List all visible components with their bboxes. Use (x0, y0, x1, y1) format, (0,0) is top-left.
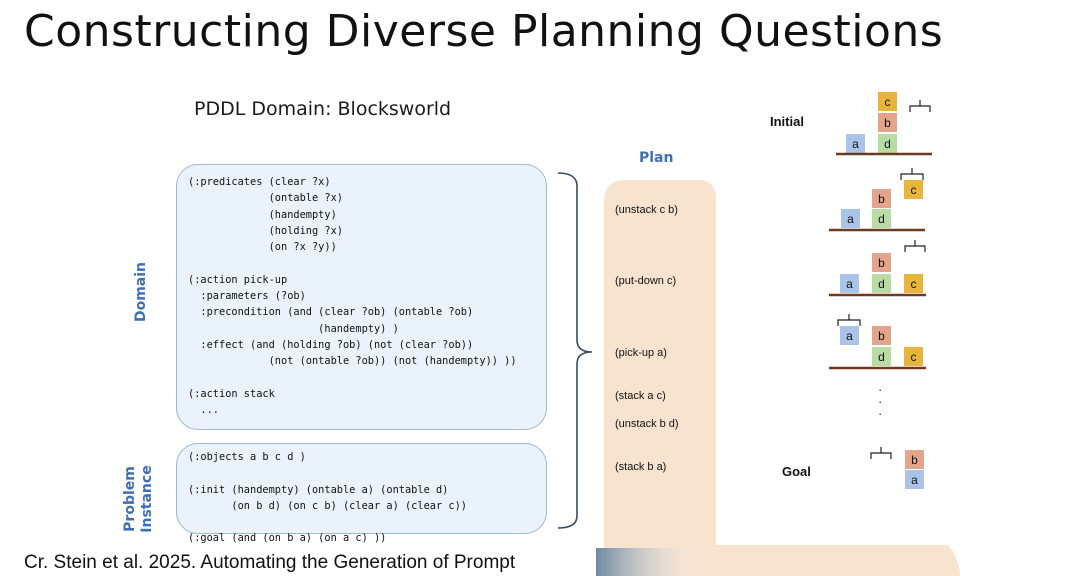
initial-state-label: Initial (770, 114, 804, 129)
block-c (878, 92, 897, 111)
block-b (872, 326, 891, 345)
block-d (872, 274, 891, 293)
problem-code-box (176, 443, 547, 534)
plan-step: (stack a c) (615, 390, 666, 402)
pddl-domain-title: PDDL Domain: Blocksworld (194, 98, 452, 120)
block-label: a (852, 137, 859, 151)
domain-bracket (557, 172, 593, 529)
block-b (905, 450, 924, 469)
states-ellipsis: · · · (878, 382, 883, 421)
block-label: a (846, 329, 853, 343)
block-a (840, 274, 859, 293)
block-d (878, 134, 897, 153)
block-label: c (911, 350, 917, 364)
block-label: b (878, 329, 885, 343)
block-c (904, 180, 923, 199)
citation-fade (596, 548, 706, 576)
block-b (872, 253, 891, 272)
plan-step: (unstack c b) (615, 204, 678, 216)
problem-code: (:objects a b c d ) (:init (handempty) (… (188, 451, 467, 545)
block-label: b (911, 453, 918, 467)
block-label: a (846, 277, 853, 291)
plan-label: Plan (639, 150, 674, 166)
gripper-icon (904, 240, 926, 252)
block-a (841, 209, 860, 228)
block-b (872, 189, 891, 208)
block-a (846, 134, 865, 153)
block-label: c (911, 277, 917, 291)
block-a (905, 470, 924, 489)
block-label: d (878, 350, 885, 364)
domain-label: Domain (133, 261, 149, 323)
plan-panel (604, 180, 960, 576)
citation: Cr. Stein et al. 2025. Automating the Ge… (24, 552, 516, 573)
block-d (872, 209, 891, 228)
block-label: a (847, 212, 854, 226)
block-a (840, 326, 859, 345)
slide-title: Constructing Diverse Planning Questions (24, 6, 944, 57)
gripper-icon (900, 168, 924, 180)
plan-step: (put-down c) (615, 275, 677, 287)
block-c (904, 347, 923, 366)
domain-code-box (176, 164, 547, 430)
gripper-icon (909, 100, 931, 112)
problem-instance-label: Problem Instance (122, 465, 155, 533)
plan-step: (pick-up a) (615, 347, 667, 359)
block-b (878, 113, 897, 132)
gripper-icon (870, 447, 892, 459)
plan-step: (stack b a) (615, 461, 667, 473)
block-d (872, 347, 891, 366)
block-c (904, 274, 923, 293)
domain-code: (:predicates (clear ?x) (ontable ?x) (ha… (188, 176, 517, 417)
block-label: b (878, 192, 885, 206)
block-label: a (911, 473, 918, 487)
plan-step: (unstack b d) (615, 418, 679, 430)
block-label: c (885, 95, 891, 109)
block-label: b (884, 116, 891, 130)
block-label: d (878, 277, 885, 291)
block-label: b (878, 256, 885, 270)
gripper-icon (837, 314, 861, 326)
block-label: d (878, 212, 885, 226)
block-label: c (911, 183, 917, 197)
block-label: d (884, 137, 891, 151)
goal-state-label: Goal (782, 464, 811, 479)
